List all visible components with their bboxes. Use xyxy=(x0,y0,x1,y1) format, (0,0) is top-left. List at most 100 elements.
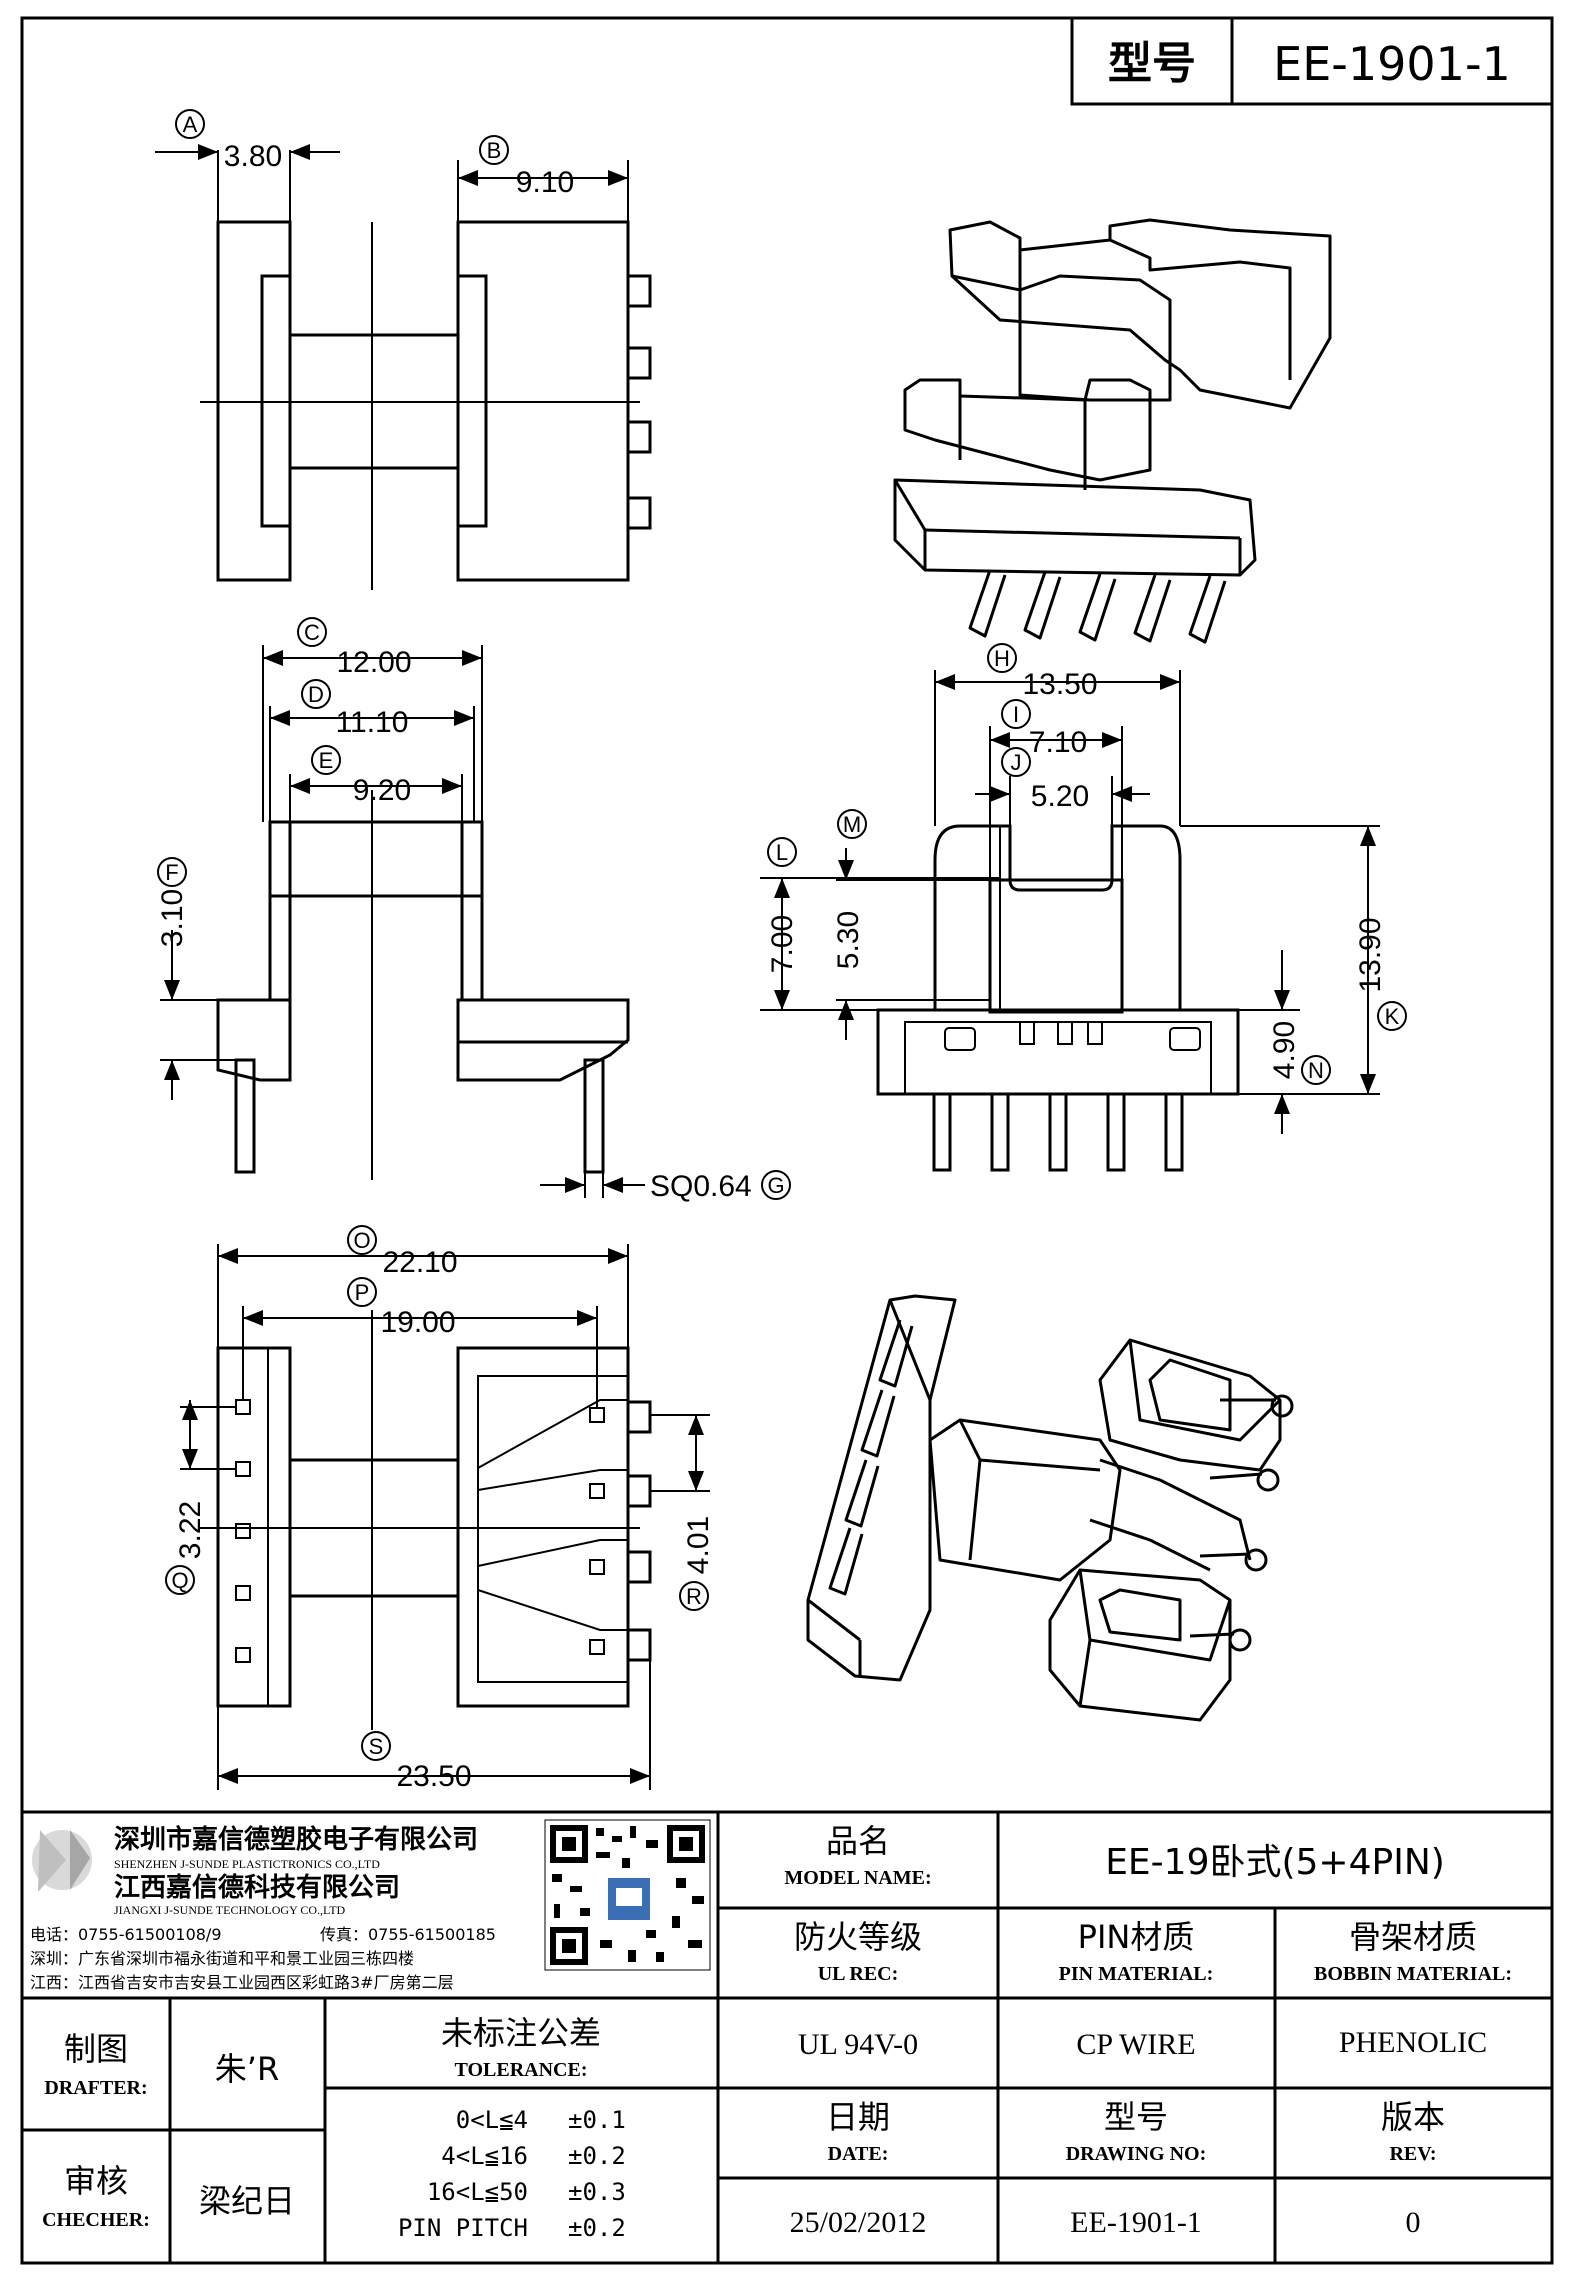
dim-Q: 3.22 Q xyxy=(165,1400,236,1595)
dim-A: A 3.80 xyxy=(155,109,340,222)
tolerance-table: 0<L≦4 ±0.1 4<L≦16 ±0.2 16<L≦50 ±0.3 PIN … xyxy=(398,2106,626,2242)
date-value: 25/02/2012 xyxy=(790,2206,927,2239)
tolerance-value: ±0.2 xyxy=(568,2214,626,2242)
title-block xyxy=(22,1810,1552,2263)
dim-P: P 19.00 xyxy=(242,1277,598,1408)
model-name-value: EE-19卧式(5+4PIN) xyxy=(1105,1842,1445,1883)
company-name-cn-1: 深圳市嘉信德塑胶电子有限公司 xyxy=(114,1824,478,1855)
model-name-label-zh: 品名 xyxy=(826,1822,890,1860)
dim-B-tag: B xyxy=(487,138,502,163)
dim-L: L 7.00 xyxy=(760,837,1000,1011)
company-address-jiangxi: 江西：江西省吉安市吉安县工业园西区彩虹路3#厂房第二层 xyxy=(30,1973,454,1992)
drawing-no-label-en: DRAWING NO: xyxy=(1066,2143,1207,2165)
dim-S-tag: S xyxy=(369,1734,384,1759)
dim-C-tag: C xyxy=(304,620,320,645)
dim-I-tag: I xyxy=(1013,702,1019,727)
dim-D-tag: D xyxy=(308,682,324,707)
model-name-label-en: MODEL NAME: xyxy=(784,1867,931,1889)
drawing-no-value: EE-1901-1 xyxy=(1070,2206,1202,2239)
view-end-right xyxy=(876,824,1240,1172)
dim-K-tag: K xyxy=(1385,1004,1400,1029)
dim-Q-value: 3.22 xyxy=(174,1501,207,1559)
view-front-left xyxy=(216,790,630,1180)
dim-I-value: 7.10 xyxy=(1029,726,1087,759)
dim-D-value: 11.10 xyxy=(336,706,409,739)
checker-label-zh: 审核 xyxy=(64,2162,128,2200)
checker-value: 梁纪日 xyxy=(199,2182,295,2220)
date-label-en: DATE: xyxy=(828,2143,889,2165)
tolerance-value: ±0.3 xyxy=(568,2178,626,2206)
qr-code xyxy=(544,1819,711,1971)
dim-D: D 11.10 xyxy=(269,679,475,822)
company-logo xyxy=(32,1830,92,1892)
dim-M-value: 5.30 xyxy=(832,911,865,969)
ul-value: UL 94V-0 xyxy=(798,2028,918,2061)
dim-L-tag: L xyxy=(776,840,788,865)
view-plan-bottom xyxy=(200,1310,652,1730)
dim-A-tag: A xyxy=(183,112,198,137)
dim-C-value: 12.00 xyxy=(336,646,411,679)
dim-J: J 5.20 xyxy=(975,747,1150,826)
checker-label-en: CHECHER: xyxy=(42,2209,150,2231)
rev-value: 0 xyxy=(1406,2206,1421,2239)
dim-O-tag: O xyxy=(353,1228,370,1253)
dim-R-value: 4.01 xyxy=(682,1516,715,1574)
tolerance-range: 0<L≦4 xyxy=(456,2106,528,2134)
dim-N: 4.90 N xyxy=(1186,950,1331,1134)
tolerance-range: PIN PITCH xyxy=(398,2214,528,2242)
tolerance-value: ±0.1 xyxy=(568,2106,626,2134)
dim-F-tag: F xyxy=(165,860,178,885)
dim-H-tag: H xyxy=(994,646,1010,671)
dim-F: F 3.10 xyxy=(156,857,236,1100)
tolerance-range: 16<L≦50 xyxy=(427,2178,528,2206)
pin-material-label-en: PIN MATERIAL: xyxy=(1059,1963,1214,1985)
dim-S: S 23.50 xyxy=(217,1660,651,1793)
dim-C: C 12.00 xyxy=(262,617,483,822)
dim-G-value: SQ0.64 xyxy=(650,1170,752,1203)
dim-R-tag: R xyxy=(686,1584,702,1609)
dim-P-tag: P xyxy=(355,1280,370,1305)
company-fax: 传真：0755-61500185 xyxy=(320,1925,496,1944)
dim-O-value: 22.10 xyxy=(382,1246,457,1279)
dim-E-value: 9.20 xyxy=(353,774,411,807)
bobbin-material-label-zh: 骨架材质 xyxy=(1349,1918,1477,1956)
drafter-label-zh: 制图 xyxy=(64,2030,128,2068)
pin-material-value: CP WIRE xyxy=(1076,2028,1195,2061)
dim-K: 13.90 K xyxy=(1180,825,1407,1095)
dim-G-tag: G xyxy=(767,1173,784,1198)
dim-N-value: 4.90 xyxy=(1268,1021,1301,1079)
dim-E-tag: E xyxy=(319,748,334,773)
drafter-value: 朱’R xyxy=(215,2050,279,2088)
dim-F-value: 3.10 xyxy=(156,889,189,947)
bobbin-material-value: PHENOLIC xyxy=(1339,2026,1487,2059)
company-name-en-1: SHENZHEN J-SUNDE PLASTICTRONICS CO.,LTD xyxy=(114,1857,380,1871)
dim-H: H 13.50 xyxy=(934,643,1181,826)
tolerance-label-zh: 未标注公差 xyxy=(441,2014,601,2052)
view-iso-bottom xyxy=(806,1294,1294,1722)
dim-E: E 9.20 xyxy=(289,745,463,822)
tolerance-range: 4<L≦16 xyxy=(441,2142,528,2170)
date-label-zh: 日期 xyxy=(826,2098,890,2136)
dim-A-value: 3.80 xyxy=(224,140,282,173)
view-side-top xyxy=(200,220,652,590)
company-phone: 电话：0755-61500108/9 xyxy=(30,1925,222,1944)
header-model-label: 型号 xyxy=(1108,38,1196,89)
company-name-cn-2: 江西嘉信德科技有限公司 xyxy=(114,1873,400,1903)
dim-L-value: 7.00 xyxy=(766,915,799,973)
dim-R: 4.01 R xyxy=(650,1414,715,1611)
drawing-no-label-zh: 型号 xyxy=(1104,2098,1168,2136)
dim-J-value: 5.20 xyxy=(1031,780,1089,813)
tolerance-value: ±0.2 xyxy=(568,2142,626,2170)
dim-S-value: 23.50 xyxy=(396,1760,471,1793)
dim-J-tag: J xyxy=(1011,750,1022,775)
dim-G: SQ0.64 G xyxy=(540,1170,791,1203)
dim-N-tag: N xyxy=(1308,1058,1324,1083)
dim-B: B 9.10 xyxy=(457,135,629,276)
dim-H-value: 13.50 xyxy=(1022,668,1097,701)
rev-label-zh: 版本 xyxy=(1381,2098,1445,2136)
header-model-value: EE-1901-1 xyxy=(1273,37,1511,91)
bobbin-material-label-en: BOBBIN MATERIAL: xyxy=(1314,1963,1512,1985)
company-name-en-2: JIANGXI J-SUNDE TECHNOLOGY CO.,LTD xyxy=(114,1903,346,1917)
dim-O: O 22.10 xyxy=(217,1225,629,1348)
